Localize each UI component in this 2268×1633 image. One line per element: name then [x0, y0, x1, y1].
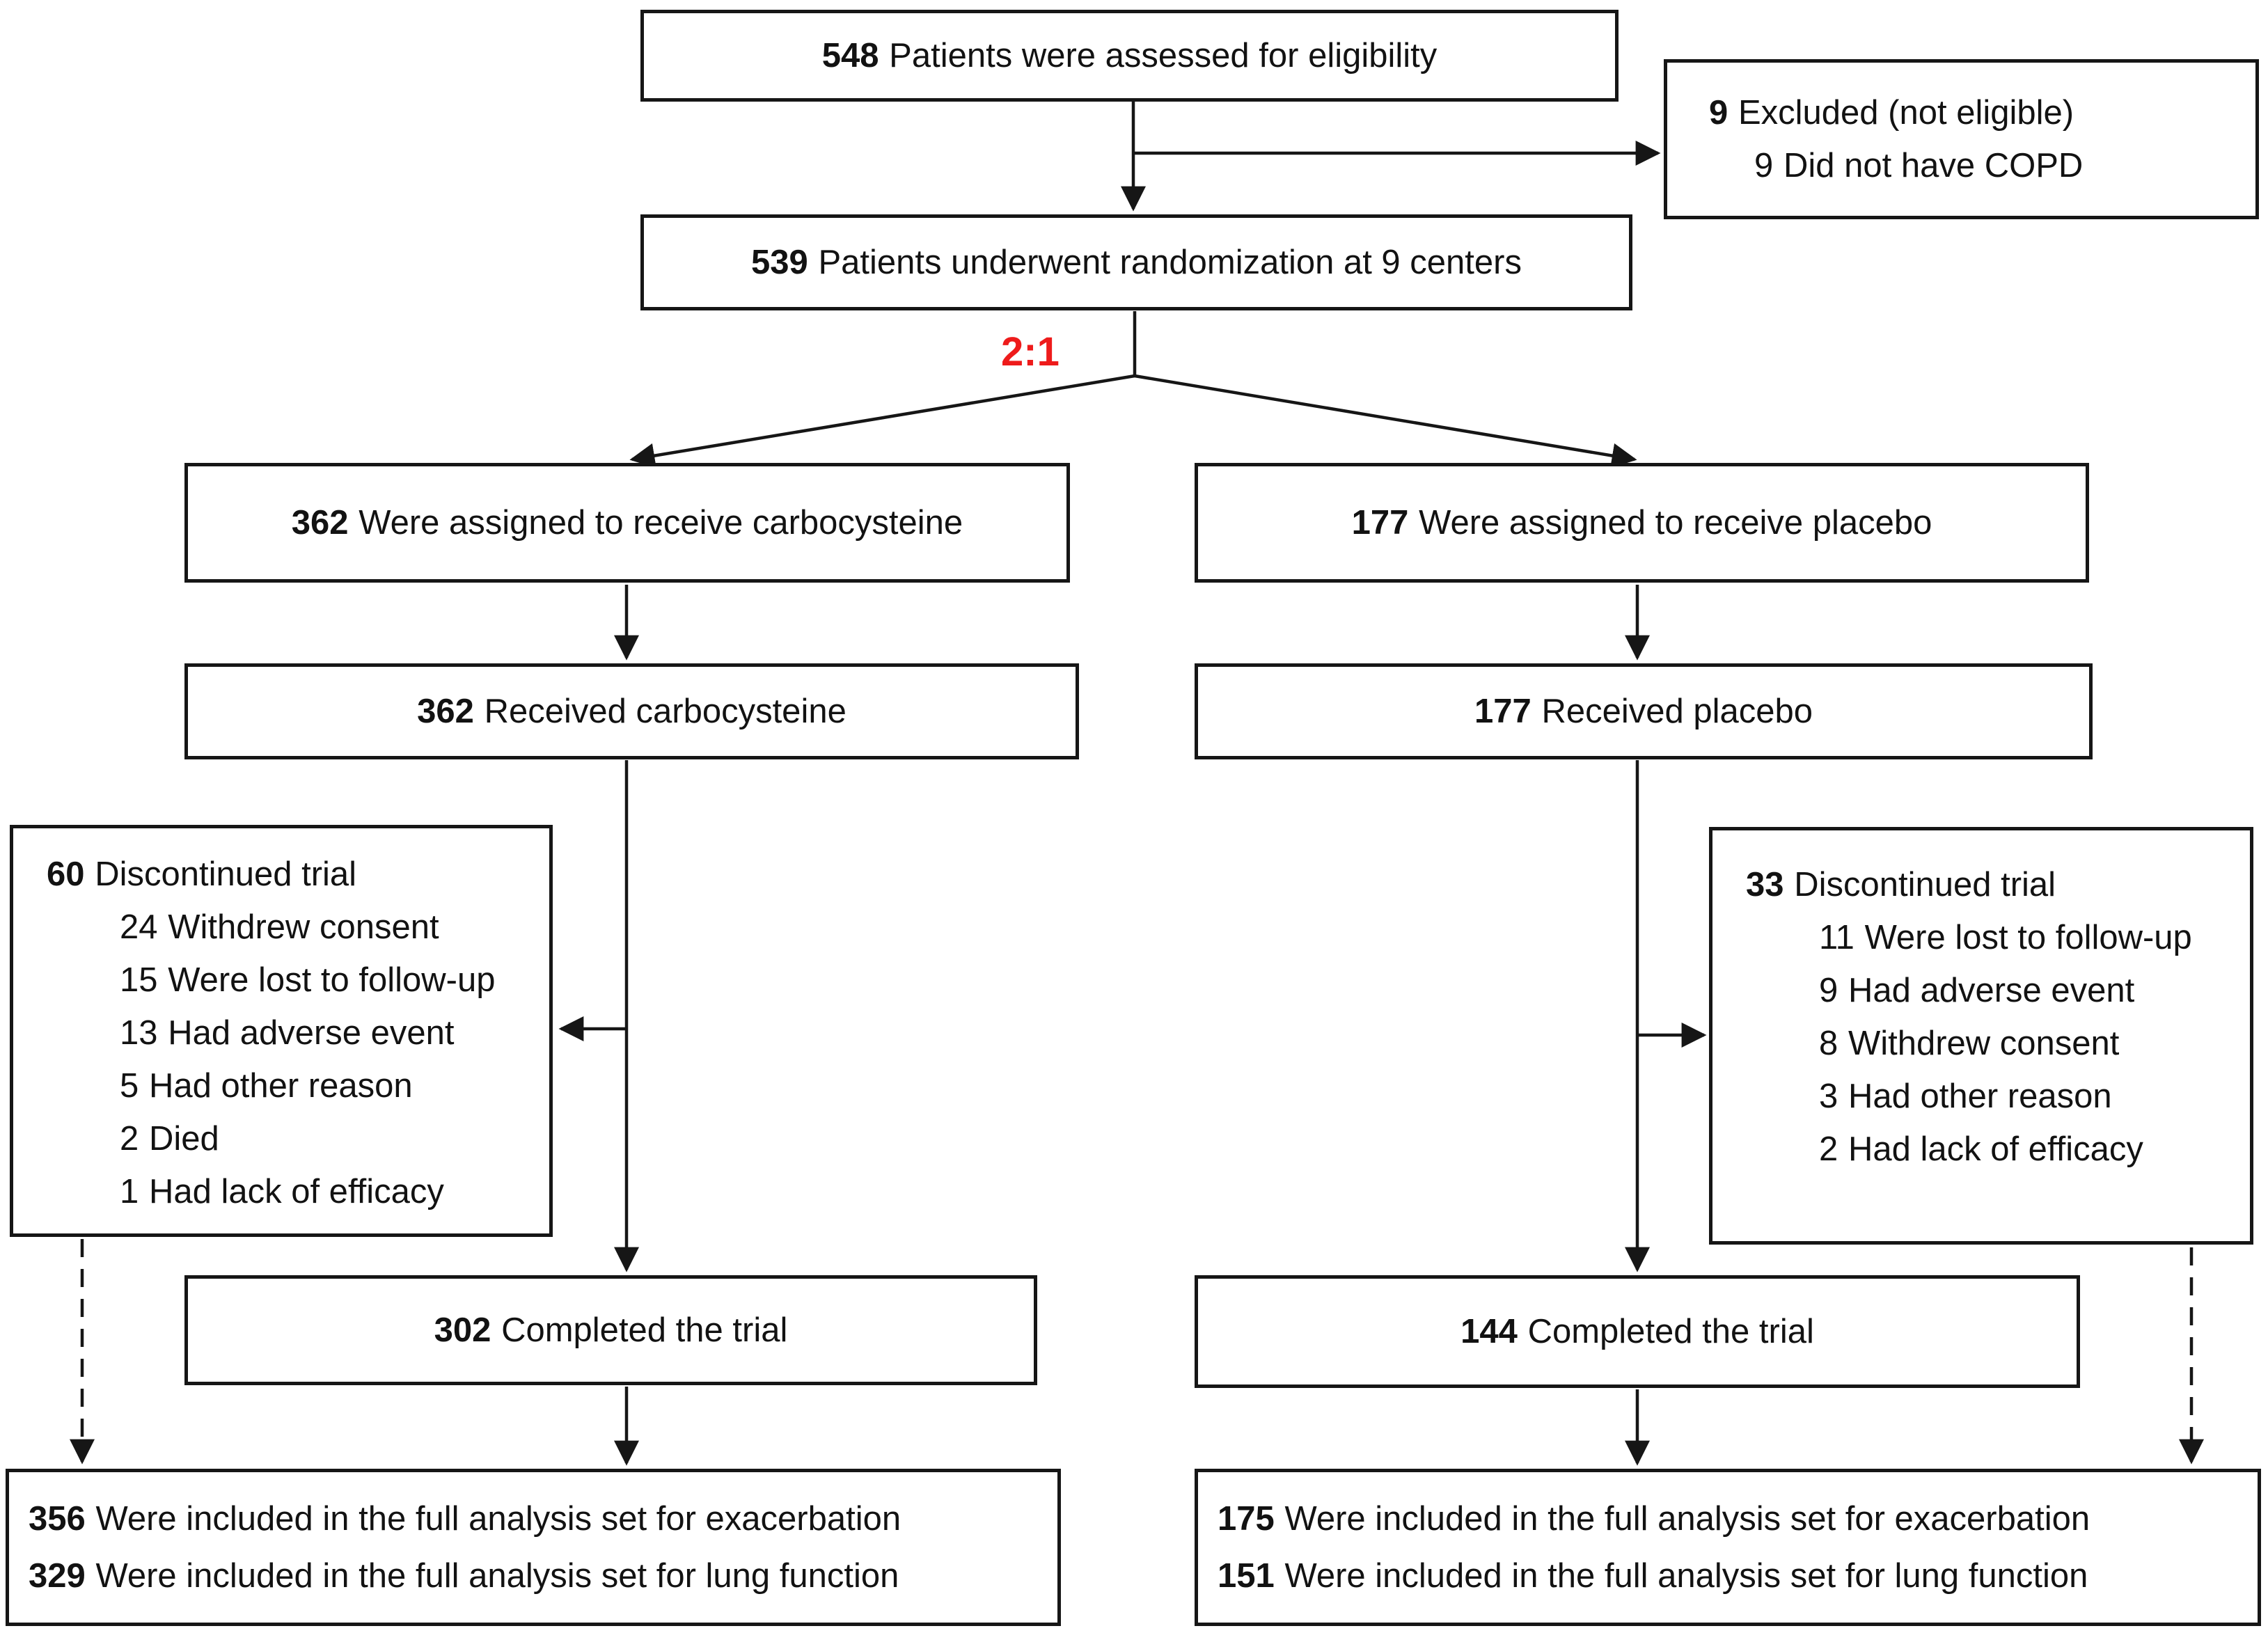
arrow-split-left: [629, 374, 1135, 468]
arrow-split-right: [1134, 374, 1637, 468]
randomization-ratio-label: 2:1: [1001, 329, 1060, 374]
